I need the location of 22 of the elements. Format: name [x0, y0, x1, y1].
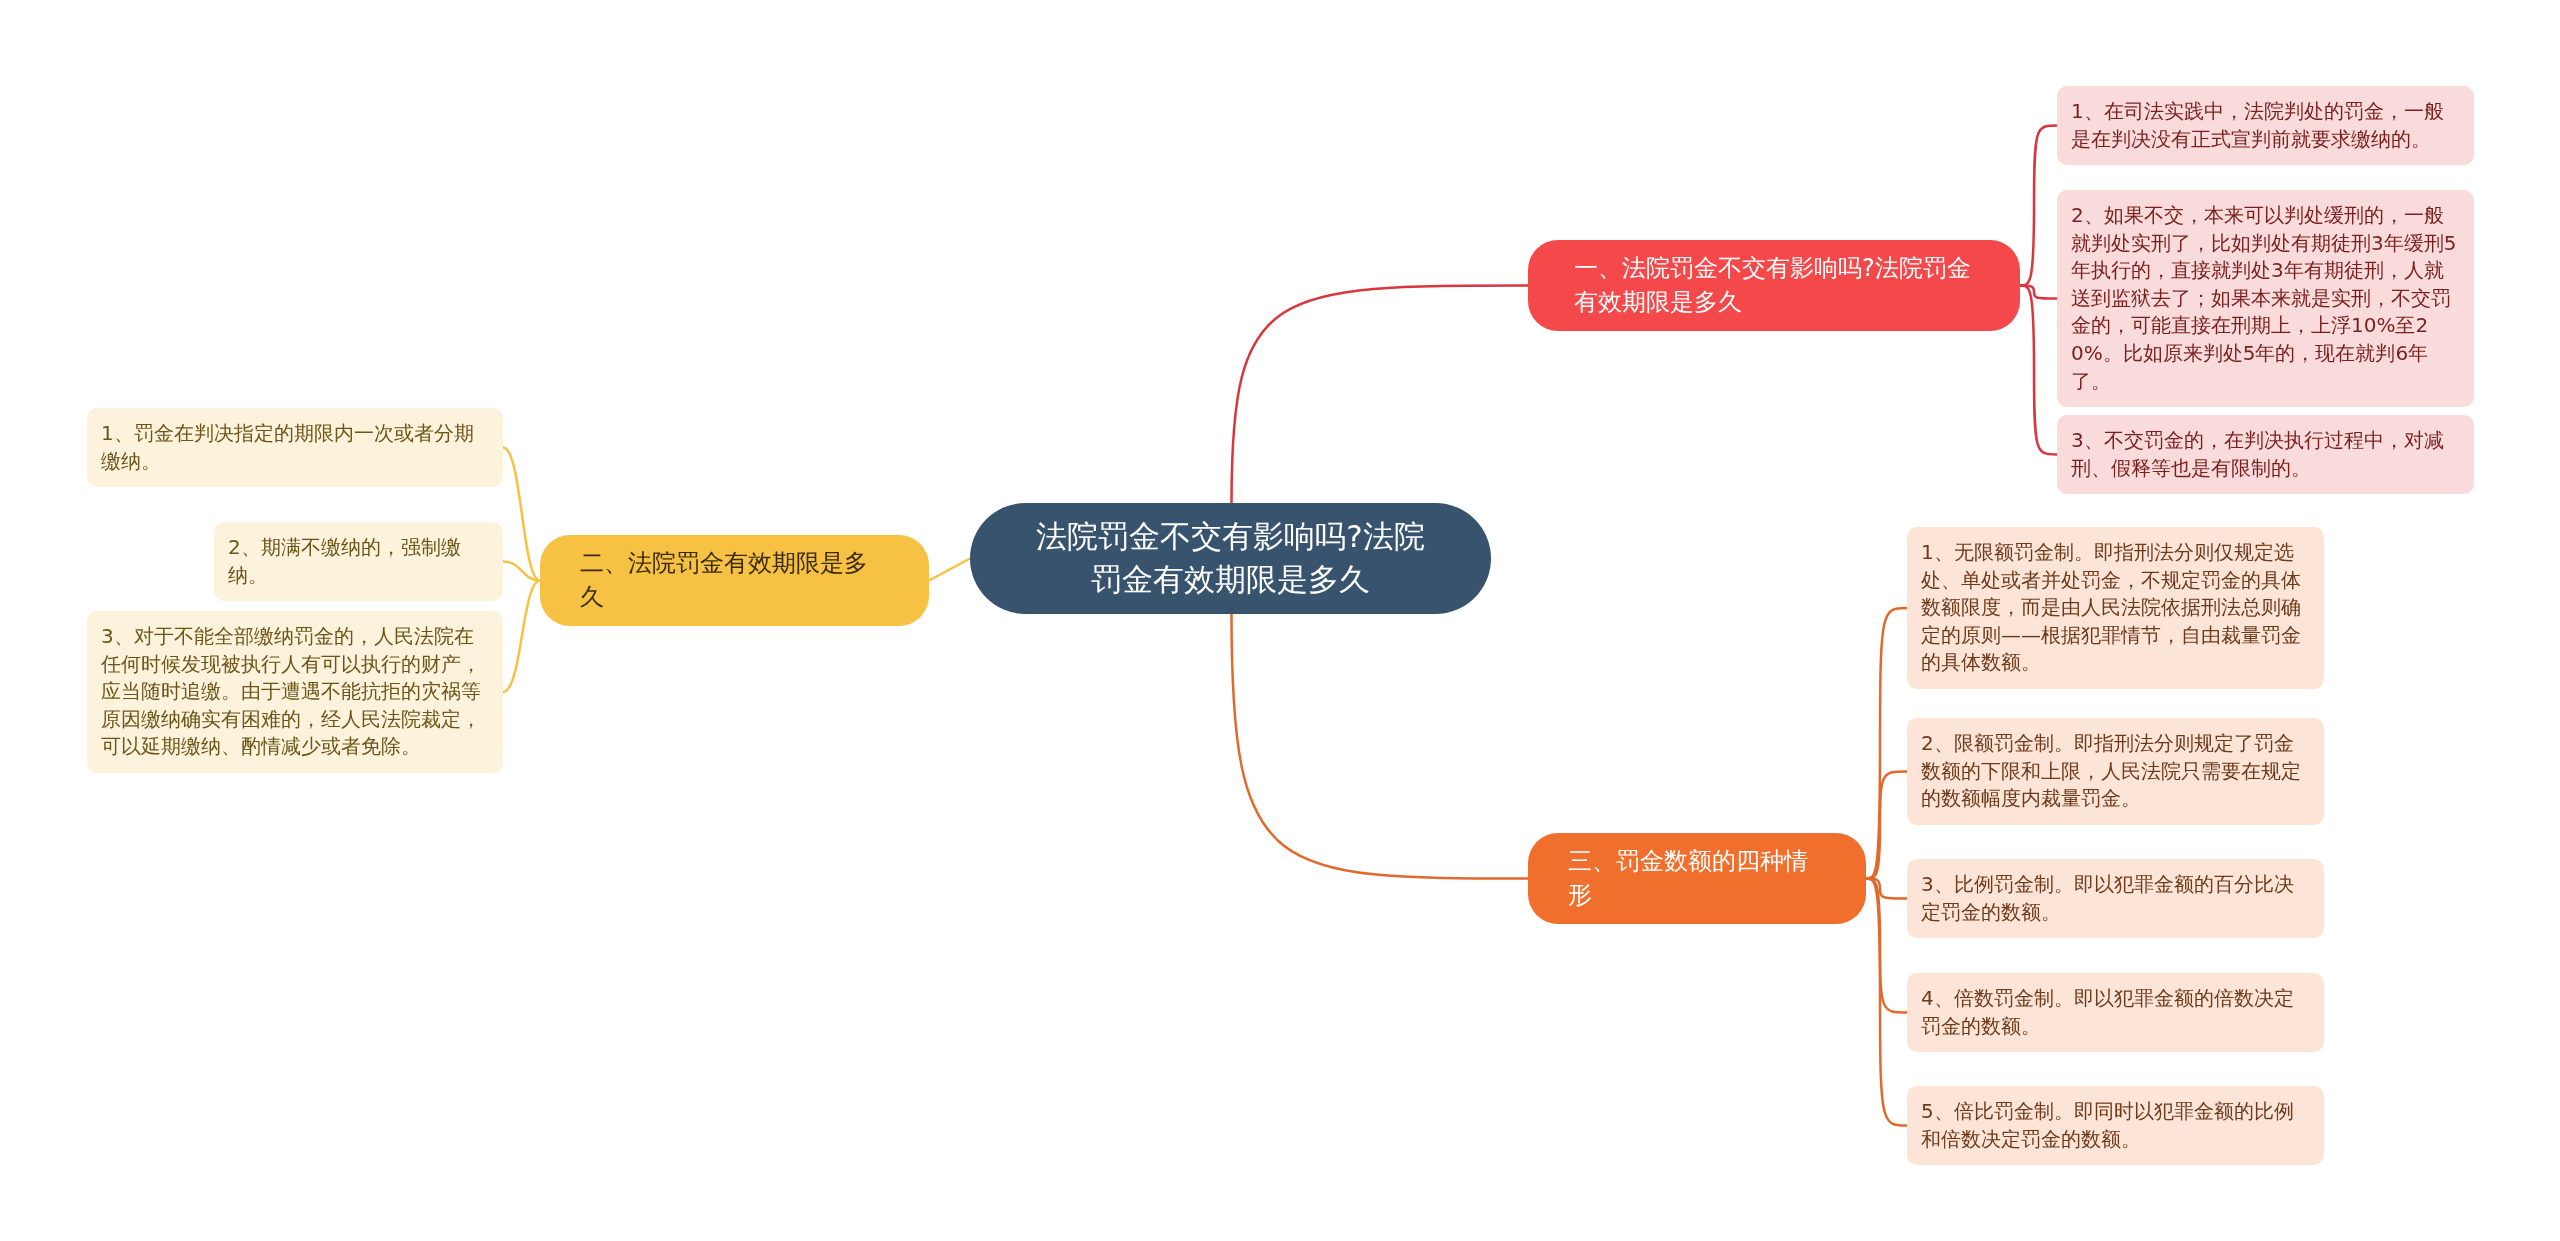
note-box: 5、倍比罚金制。即同时以犯罪金额的比例和倍数决定罚金的数额。 — [1907, 1086, 2324, 1166]
topic-box: 二、法院罚金有效期限是多久 — [540, 535, 929, 627]
topic-box: 一、法院罚金不交有影响吗?法院罚金有效期限是多久 — [1528, 240, 2020, 332]
note-box: 3、不交罚金的，在判决执行过程中，对减刑、假释等也是有限制的。 — [2057, 415, 2474, 495]
connector-line — [502, 446, 541, 582]
note-box: 1、无限额罚金制。即指刑法分则仅规定选处、单处或者并处罚金，不规定罚金的具体数额限度，而是由人民法院依据刑法总则确定的原则——根据犯罪情节，自由裁量罚金的具体数额。 — [1907, 527, 2324, 689]
topic-box: 三、罚金数额的四种情形 — [1528, 833, 1866, 925]
root-node: 法院罚金不交有影响吗?法院罚金有效期限是多久 — [970, 503, 1491, 614]
connector-line — [928, 557, 971, 582]
connector-line — [1230, 614, 1528, 880]
note-box: 2、限额罚金制。即指刑法分则规定了罚金数额的下限和上限，人民法院只需要在规定的数额幅度内裁量罚金。 — [1907, 718, 2324, 825]
connector-line — [2020, 284, 2057, 300]
note-box: 2、期满不缴纳的，强制缴纳。 — [214, 522, 503, 602]
connector-line — [1865, 877, 1907, 1127]
note-box: 4、倍数罚金制。即以犯罪金额的倍数决定罚金的数额。 — [1907, 973, 2324, 1053]
connector-line — [1230, 284, 1528, 504]
note-box: 3、比例罚金制。即以犯罪金额的百分比决定罚金的数额。 — [1907, 859, 2324, 939]
note-box: 2、如果不交，本来可以判处缓刑的，一般就判处实刑了，比如判处有期徒刑3年缓刑5年执行的，直接就判处3年有期徒刑，人就送到监狱去了；如果本来就是实刑，不交罚金的，可能直接在刑期上，上浮10%至20%。比如原来判处5年的，现在就判6年了。 — [2057, 190, 2474, 408]
note-box: 1、在司法实践中，法院判处的罚金，一般是在判决没有正式宣判前就要求缴纳的。 — [2057, 86, 2474, 166]
note-box: 3、对于不能全部缴纳罚金的，人民法院在任何时候发现被执行人有可以执行的财产，应当随时追缴。由于遭遇不能抗拒的灾祸等原因缴纳确实有困难的，经人民法院裁定，可以延期缴纳、酌情减少或者免除。 — [87, 611, 503, 773]
note-box: 1、罚金在判决指定的期限内一次或者分期缴纳。 — [87, 408, 503, 488]
connector-line — [502, 579, 541, 694]
